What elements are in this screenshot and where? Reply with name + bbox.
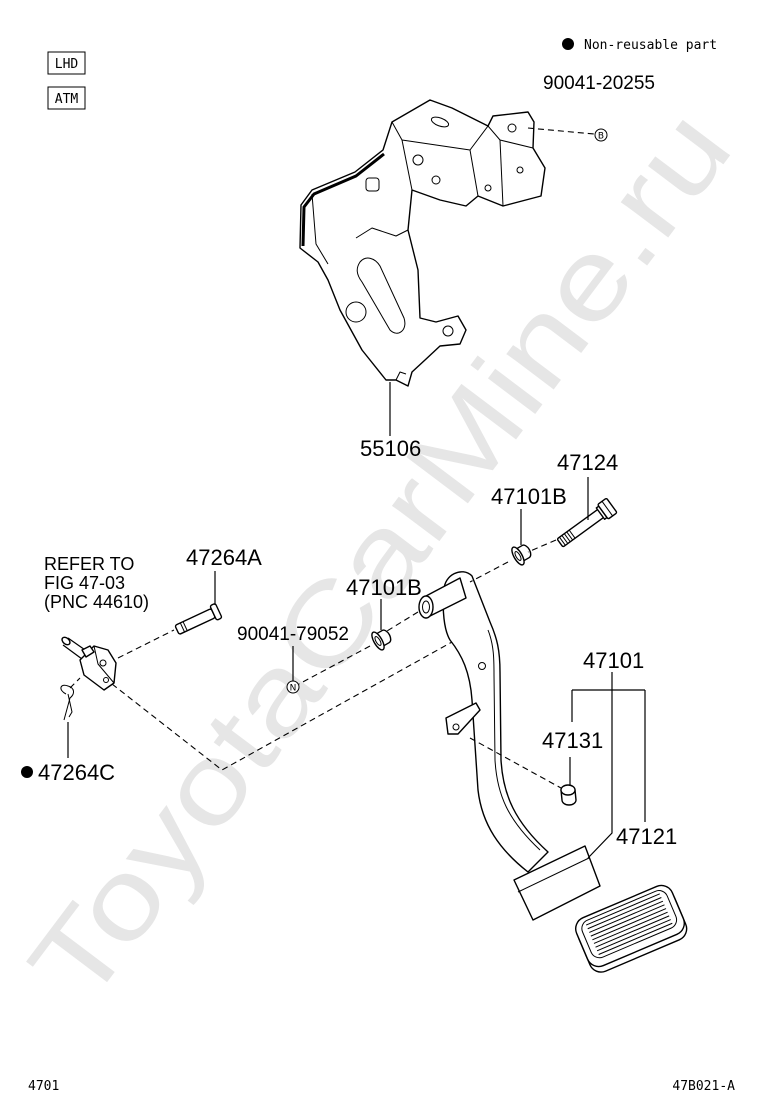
label-bolt[interactable]: 47124 [557, 450, 618, 475]
footer-illustration-code: 47B021-A [672, 1079, 735, 1094]
legend-non-reusable: Non-reusable part [562, 38, 717, 53]
cushion-drawing [560, 784, 577, 806]
marker-n: N [286, 680, 300, 694]
label-bushing-lower[interactable]: 47101B [346, 575, 422, 600]
footer-figure-number: 4701 [28, 1079, 59, 1094]
pedal-bracket-drawing [299, 99, 546, 387]
pin-drawing [174, 603, 223, 635]
refer-note-line2: FIG 47-03 [44, 573, 125, 593]
label-pedal-assy[interactable]: 47101 [583, 648, 644, 673]
marker-b-text: B [598, 132, 604, 142]
tag-lhd-text: LHD [55, 57, 79, 72]
bushing-upper-drawing [511, 544, 532, 566]
bullet-icon [21, 766, 33, 778]
label-pad[interactable]: 47121 [616, 824, 677, 849]
clip-drawing [60, 684, 74, 721]
bolt-drawing [556, 497, 618, 548]
pedal-pad-drawing [575, 884, 688, 973]
tag-atm-text: ATM [55, 92, 79, 107]
label-pin[interactable]: 47264A [186, 545, 262, 570]
marker-n-text: N [290, 684, 297, 694]
label-clip[interactable]: 47264C [38, 760, 115, 785]
label-nut[interactable]: 90041-79052 [237, 624, 349, 645]
bullet-icon [562, 38, 574, 50]
refer-note-line1: REFER TO [44, 554, 134, 574]
label-bracket[interactable]: 55106 [360, 436, 421, 461]
tag-atm: ATM [47, 86, 86, 110]
tag-lhd: LHD [47, 51, 86, 75]
legend-text: Non-reusable part [584, 38, 717, 53]
label-bracket-bolt[interactable]: 90041-20255 [543, 73, 655, 94]
clevis-drawing [61, 636, 117, 691]
brake-pedal-drawing [418, 571, 601, 921]
label-bushing-upper[interactable]: 47101B [491, 484, 567, 509]
bushing-lower-drawing [371, 629, 392, 651]
label-cushion[interactable]: 47131 [542, 728, 603, 753]
refer-note-line3: (PNC 44610) [44, 592, 149, 612]
marker-b: B [594, 128, 608, 142]
